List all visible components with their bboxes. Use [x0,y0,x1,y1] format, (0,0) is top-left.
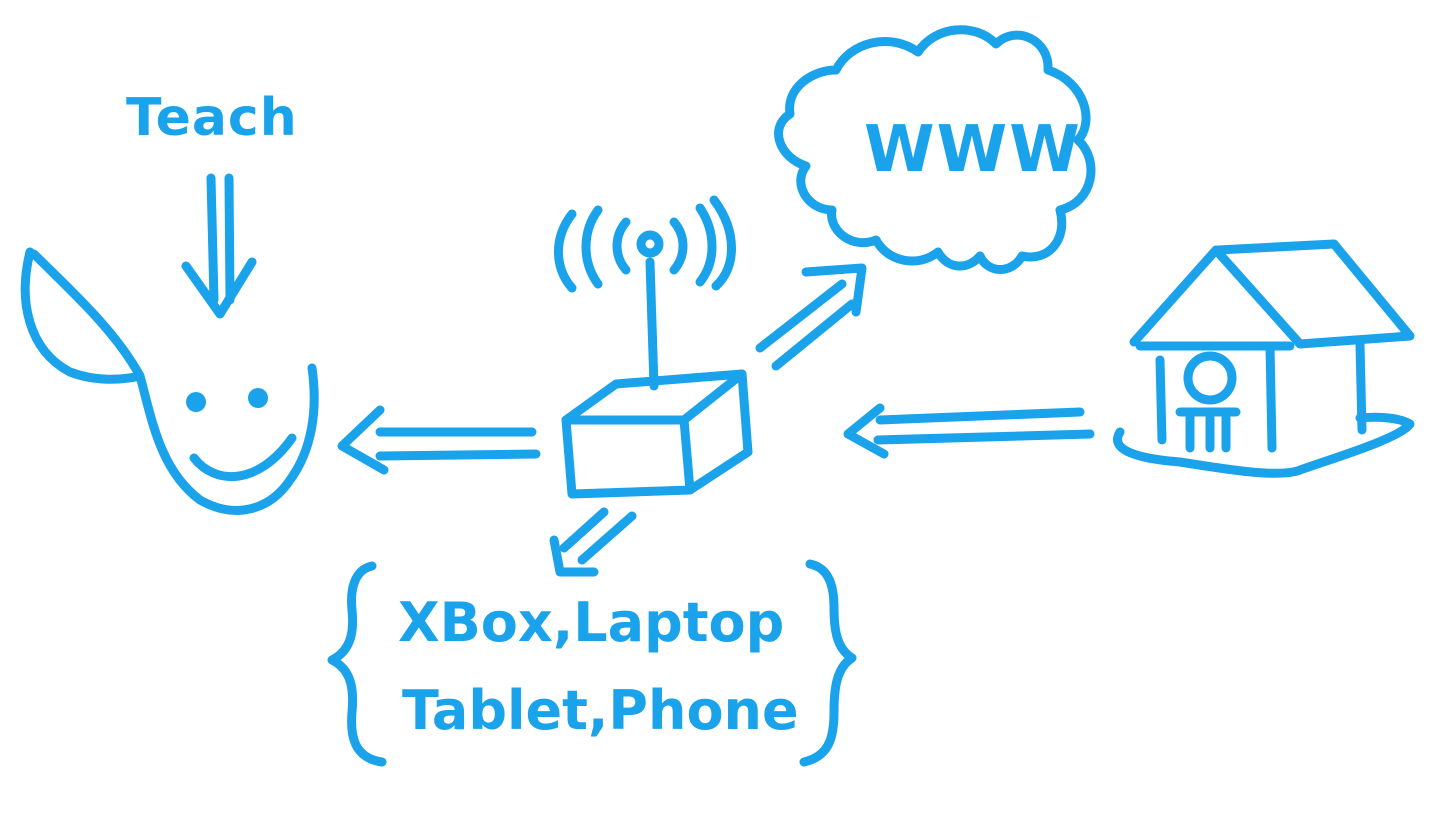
router-top [561,369,747,425]
router-front [561,415,695,499]
www-label: WWW [864,113,1082,187]
left-brace [327,561,387,767]
child-face-icon [20,247,319,515]
house-wall-left [1155,355,1167,445]
house-wall-mid [1265,341,1277,453]
right-eye [248,388,268,408]
internet-cloud-icon [774,25,1096,274]
house-ground [1113,412,1415,478]
signal-wave [709,195,736,291]
signal-wave [695,203,717,287]
signal-wave [612,217,631,275]
antenna-tip [636,230,664,258]
teach-arrow [181,173,257,319]
house-window [1183,351,1237,405]
arrow-router-to-devices [549,507,637,577]
teach-label: Teach [126,88,298,148]
signal-wave [554,209,577,293]
arrow-router-to-cloud [755,263,867,371]
arrow-router-to-child [337,405,541,475]
right-brace [799,559,857,767]
hair-flap [29,249,145,381]
cloud-outline [774,25,1096,274]
house-roof [1129,239,1415,349]
wifi-router-icon [554,195,753,499]
house-door [1175,407,1241,453]
left-eye [186,392,206,412]
devices-line-1: XBox,Laptop [398,591,785,654]
face-outline [20,247,319,515]
smile [189,433,297,482]
house-icon [1113,239,1415,478]
signal-wave [669,217,688,275]
antenna [645,257,659,391]
signal-wave [581,205,603,289]
devices-line-2: Tablet,Phone [402,679,799,742]
arrow-house-to-router [843,403,1095,459]
router-side [685,369,753,495]
